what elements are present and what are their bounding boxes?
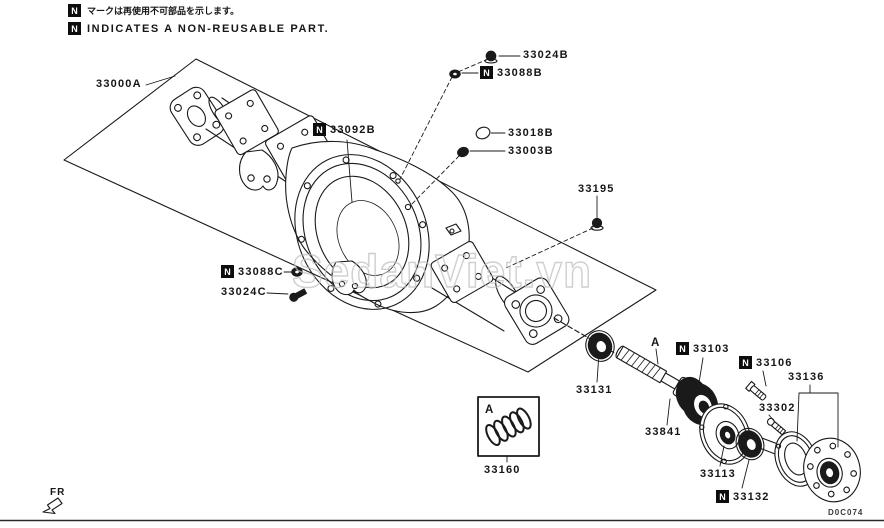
fastener-icons bbox=[289, 50, 604, 302]
legend-line-jp: N マークは再使用不可部品を示します。 bbox=[68, 4, 239, 17]
plug-33003b-icon bbox=[457, 146, 469, 158]
axle-shaft-drawing bbox=[553, 317, 861, 503]
stud-33106-icon bbox=[745, 380, 767, 401]
non-reusable-n-icon: N bbox=[739, 356, 752, 369]
label-33000a: 33000A bbox=[96, 78, 142, 90]
label-33018b: 33018B bbox=[508, 127, 554, 139]
non-reusable-n-icon: N bbox=[313, 123, 326, 136]
leader-lines bbox=[145, 55, 839, 489]
legend-en-text: INDICATES A NON-REUSABLE PART. bbox=[87, 22, 330, 35]
non-reusable-n-icon: N bbox=[676, 342, 689, 355]
label-33302: 33302 bbox=[759, 402, 796, 414]
nut-33024b-icon bbox=[485, 50, 497, 62]
drawing-number: D0C074 bbox=[828, 508, 864, 517]
label-33113: 33113 bbox=[700, 468, 736, 480]
bolt-33302-icon bbox=[766, 417, 787, 436]
non-reusable-n-icon: N bbox=[68, 22, 81, 35]
non-reusable-n-icon: N bbox=[68, 4, 81, 17]
border-parallelogram bbox=[63, 58, 657, 373]
non-reusable-n-icon: N bbox=[221, 265, 234, 278]
non-reusable-n-icon: N bbox=[480, 66, 493, 79]
plug-33018b-icon bbox=[475, 126, 491, 140]
seal-33131-icon bbox=[585, 330, 615, 362]
label-33195: 33195 bbox=[578, 183, 615, 195]
non-reusable-n-icon: N bbox=[716, 490, 729, 503]
hub-flange-33136-icon bbox=[803, 437, 861, 503]
label-33003b: 33003B bbox=[508, 145, 554, 157]
fr-arrow-icon bbox=[42, 497, 63, 515]
bolt-33024c-icon bbox=[289, 288, 308, 302]
label-33160: 33160 bbox=[484, 464, 521, 476]
legend-jp-text: マークは再使用不可部品を示します。 bbox=[87, 6, 240, 16]
watermark-text: SedanViet.vn bbox=[292, 245, 592, 297]
label-33131: 33131 bbox=[576, 384, 613, 396]
spring-33160-icon bbox=[485, 407, 532, 446]
legend-line-en: N INDICATES A NON-REUSABLE PART. bbox=[68, 22, 329, 35]
label-33841: 33841 bbox=[645, 426, 682, 438]
shaft-section-marker: A bbox=[651, 337, 659, 349]
fr-label: FR bbox=[50, 487, 66, 498]
axle-housing-drawing bbox=[169, 86, 570, 345]
label-33024c: 33024C bbox=[221, 286, 267, 298]
label-33024b: 33024B bbox=[523, 49, 569, 61]
inset-section-marker: A bbox=[485, 404, 493, 416]
seal-33132-icon bbox=[735, 427, 765, 461]
label-33136: 33136 bbox=[788, 371, 825, 383]
inset-box bbox=[477, 396, 540, 457]
